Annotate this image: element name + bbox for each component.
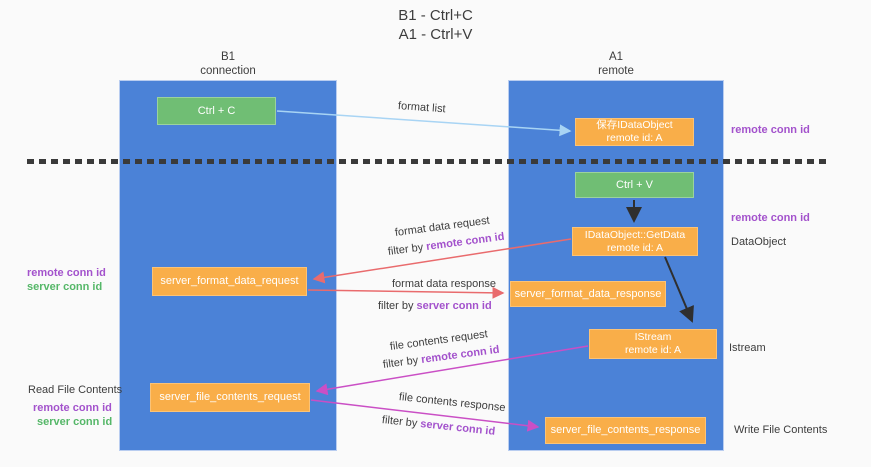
server-file-contents-response-box: server_file_contents_response <box>545 417 706 444</box>
format-list-arrow <box>276 110 572 137</box>
diagram-title: B1 - Ctrl+C A1 - Ctrl+V <box>0 6 871 44</box>
server-conn-id-label-left-1: server conn id <box>27 281 103 293</box>
remote-conn-id-label-left-1: remote conn id <box>27 267 106 279</box>
filter-by-text: filter by <box>381 414 421 430</box>
filter-by-text: filter by <box>378 300 417 312</box>
title-line-1: B1 - Ctrl+C <box>398 7 473 24</box>
filter-by-server-caption-1: filter by server conn id <box>378 299 492 313</box>
right-column-header: A1 remote <box>508 50 724 78</box>
left-column-name: B1 <box>220 51 236 63</box>
server-file-contents-response-label: server_file_contents_response <box>550 424 701 436</box>
saved-dataobject-line2: remote id: A <box>606 132 663 144</box>
remote-conn-id-label-left-2: remote conn id <box>33 402 112 414</box>
ctrl-v-box: Ctrl + V <box>575 172 694 198</box>
istream-side-label: Istream <box>729 342 766 354</box>
format-data-response-arrow <box>307 286 505 299</box>
remote-conn-id-label-mid-right: remote conn id <box>731 212 810 224</box>
getdata-to-istream-arrow <box>664 256 694 323</box>
write-file-contents-label: Write File Contents <box>734 424 828 436</box>
ctrl-c-label: Ctrl + C <box>197 104 236 117</box>
server-conn-id-label-left-2: server conn id <box>37 416 113 428</box>
server-file-contents-request-label: server_file_contents_request <box>159 391 301 403</box>
istream-line1: IStream <box>634 331 672 343</box>
getdata-line2: remote id: A <box>606 241 664 254</box>
getdata-line1: IDataObject::GetData <box>584 228 686 241</box>
left-column-header: B1 connection <box>119 50 337 78</box>
server-format-data-response-label: server_format_data_response <box>514 287 662 300</box>
server-conn-id-inline: server conn id <box>416 300 492 312</box>
ctrl-c-box: Ctrl + C <box>157 97 276 125</box>
title-line-2: A1 - Ctrl+V <box>398 26 473 43</box>
istream-box: IStream remote id: A <box>589 329 717 359</box>
server-format-data-request-box: server_format_data_request <box>152 267 307 296</box>
istream-line2: remote id: A <box>624 344 682 356</box>
right-column-name: A1 <box>608 51 624 63</box>
server-format-data-response-box: server_format_data_response <box>510 281 666 307</box>
dataobject-label: DataObject <box>731 236 787 248</box>
read-file-contents-label: Read File Contents <box>28 384 123 396</box>
idataobject-getdata-box: IDataObject::GetData remote id: A <box>572 227 698 256</box>
ctrl-v-label: Ctrl + V <box>616 178 653 191</box>
right-column-subtitle: remote <box>598 65 634 77</box>
server-format-data-request-label: server_format_data_request <box>160 275 299 287</box>
file-contents-request-arrow <box>315 345 589 396</box>
saved-dataobject-box: 保存IDataObject remote id: A <box>575 118 694 146</box>
remote-conn-id-label-top-right: remote conn id <box>731 124 810 136</box>
format-data-response-caption: format data response <box>392 278 496 290</box>
file-contents-response-arrow <box>310 399 540 432</box>
saved-dataobject-line1: 保存IDataObject <box>596 119 673 131</box>
server-file-contents-request-box: server_file_contents_request <box>150 383 310 412</box>
phase-separator-dashed-line <box>27 159 830 164</box>
left-column-subtitle: connection <box>200 65 256 77</box>
format-data-request-arrow <box>312 238 572 284</box>
